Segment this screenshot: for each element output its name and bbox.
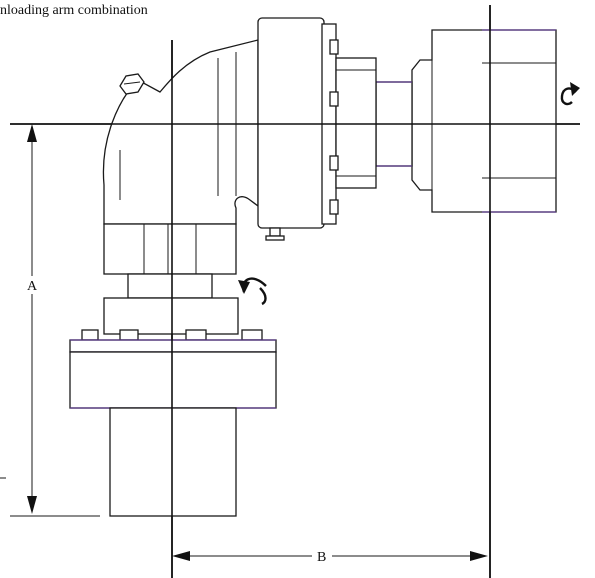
upper-swivel-housing — [257, 17, 377, 241]
bleed-plug — [119, 73, 145, 95]
dimension-b: B — [172, 550, 488, 565]
lower-flange — [69, 339, 277, 409]
lower-collar — [103, 223, 239, 335]
figure-caption: nloading arm combination — [0, 3, 148, 18]
dimension-b-label: B — [317, 550, 326, 565]
bottom-pipe — [109, 407, 237, 517]
dimension-a-label: A — [27, 279, 38, 294]
rotation-arrow-icon — [560, 82, 580, 106]
dimension-a: A — [24, 124, 40, 514]
right-swivel-housing — [411, 29, 557, 213]
elbow — [102, 39, 259, 225]
rotation-arrow-icon — [238, 277, 267, 306]
